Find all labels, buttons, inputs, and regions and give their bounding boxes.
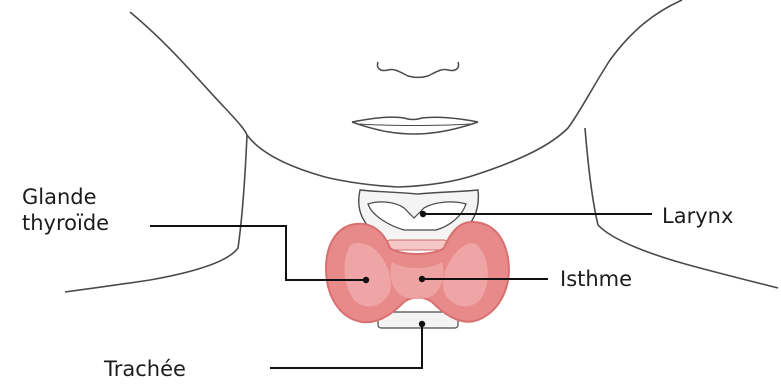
leader-line-trachee	[270, 324, 422, 368]
label-glande-line1: Glande	[22, 184, 109, 210]
leader-dot-isthme	[419, 276, 425, 282]
leader-dot-larynx	[420, 211, 426, 217]
leader-dot-glande	[363, 277, 369, 283]
head-outline	[130, 0, 682, 187]
mouth-line	[360, 124, 470, 126]
mouth-upper-lip	[352, 117, 478, 122]
mouth-lower-lip	[352, 122, 478, 134]
leader-dot-trachee	[419, 321, 425, 327]
label-trachee: Trachée	[104, 356, 186, 382]
label-isthme: Isthme	[560, 266, 632, 292]
label-glande-thyroide: Glande thyroïde	[22, 184, 109, 236]
label-glande-line2: thyroïde	[22, 210, 109, 236]
label-larynx: Larynx	[662, 203, 733, 229]
nose	[377, 62, 458, 78]
cricoid-ring	[386, 240, 448, 250]
